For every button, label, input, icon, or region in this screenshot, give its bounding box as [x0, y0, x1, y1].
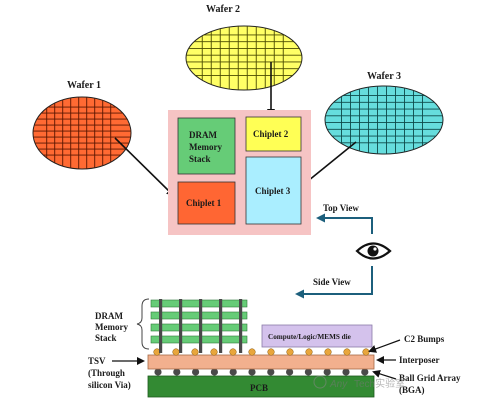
c2-bumps-label: C2 Bumps: [404, 334, 445, 344]
c2-bump: [305, 348, 313, 356]
chiplet-2-label: Chiplet 2: [253, 129, 289, 139]
wafer-1-label: Wafer 1: [67, 80, 101, 91]
wafer-1-disc: [32, 96, 132, 170]
bga-ball: [342, 368, 350, 376]
arrow-wafer3-to-chiplet3: [301, 141, 357, 187]
wafer-3-disc: [324, 85, 444, 155]
wafer-1: Wafer 1: [32, 80, 132, 170]
wafer-2-grid: [186, 26, 302, 90]
tsv-pillar: [159, 299, 163, 353]
compute-die: Compute/Logic/MEMS die: [261, 324, 373, 348]
c2-bump: [172, 348, 180, 356]
bga-ball: [210, 368, 218, 376]
bga-ball: [229, 368, 237, 376]
c2-bump: [362, 348, 370, 356]
interposer-label: Interposer: [399, 355, 440, 365]
bga-ball: [304, 368, 312, 376]
c2-bump: [229, 348, 237, 356]
bga-ball: [361, 368, 369, 376]
chiplet-1-block: Chiplet 1: [177, 181, 236, 225]
chiplet-2-rect: [245, 116, 302, 152]
top-view-package: DRAM Memory Stack Chiplet 2 Chiplet 1 Ch…: [168, 110, 311, 235]
watermark-line-1: Any: [329, 379, 348, 390]
dram-block-label-line-2: Memory: [189, 142, 222, 152]
interposer: [147, 354, 375, 370]
c2-bump: [286, 348, 294, 356]
bga-ball: [192, 368, 200, 376]
side-view-label: Side View: [313, 277, 351, 287]
dram-block: DRAM Memory Stack: [177, 117, 236, 175]
wafer-2-label: Wafer 2: [206, 4, 240, 15]
side-dram-label-line-1: DRAM: [95, 311, 123, 321]
compute-die-label: Compute/Logic/MEMS die: [268, 333, 351, 341]
side-dram-label-line-3: Stack: [95, 333, 117, 343]
bga-balls: [154, 368, 369, 376]
chiplet-3-block: Chiplet 3: [245, 156, 302, 225]
tsv-label-line-1: TSV: [88, 356, 106, 366]
c2-bump: [267, 348, 275, 356]
c2-bumps-arrow: [368, 339, 401, 353]
watermark-line-2: Tech实验室: [354, 377, 405, 390]
chiplet-3-rect: [245, 156, 302, 225]
tsv-label-line-3: silicon Via): [88, 380, 131, 390]
side-view-cross-section: DRAM Memory Stack PCB Compute/Logic/MEMS…: [88, 298, 461, 398]
pcb: PCB: [147, 375, 375, 398]
pcb-rect: [147, 375, 375, 398]
arrow-wafer1-to-chiplet1: [114, 137, 175, 197]
bga-ball: [267, 368, 275, 376]
tsv-label-line-2: (Through: [88, 368, 125, 378]
side-view-arrow: [295, 266, 373, 299]
wafer-2: Wafer 2: [185, 4, 303, 91]
c2-bump: [248, 348, 256, 356]
bga-ball: [154, 368, 162, 376]
bga-label-line-1: Ball Grid Array: [399, 373, 461, 383]
side-dram-label-line-2: Memory: [95, 322, 128, 332]
dram-block-rect: [177, 117, 236, 175]
tsv-pillars: [159, 299, 243, 353]
top-view-label: Top View: [323, 203, 359, 213]
wafer-3-label: Wafer 3: [367, 71, 401, 82]
dram-block-label-line-3: Stack: [189, 154, 211, 164]
dram-block-label-line-1: DRAM: [189, 130, 217, 140]
c2-bumps: [153, 348, 370, 356]
dram-brace: [136, 298, 150, 350]
wafer-3-grid: [325, 86, 443, 154]
chiplet-3-label: Chiplet 3: [255, 186, 291, 196]
c2-bump: [343, 348, 351, 356]
c2-bump: [210, 348, 218, 356]
chiplet-1-label: Chiplet 1: [186, 198, 222, 208]
bga-ball: [248, 368, 256, 376]
bga-ball: [323, 368, 331, 376]
tsv-pillar: [179, 299, 183, 353]
eye-icon: [355, 242, 392, 260]
watermark: Any Tech实验室: [313, 375, 405, 390]
pcb-label: PCB: [250, 383, 268, 393]
chiplet-2-block: Chiplet 2: [245, 116, 302, 152]
wafer-1-grid: [33, 97, 131, 169]
compute-die-rect: [261, 324, 373, 348]
bga-ball: [173, 368, 181, 376]
wafer-3: Wafer 3: [324, 71, 444, 155]
bga-label-line-2: (BGA): [399, 385, 425, 395]
c2-bump: [191, 348, 199, 356]
tsv-pillar: [219, 299, 223, 353]
top-view-arrow: [316, 213, 373, 234]
chiplet-1-rect: [177, 181, 236, 225]
tsv-pillar: [199, 299, 203, 353]
bga-arrow: [372, 370, 397, 380]
c2-bump: [324, 348, 332, 356]
watermark-logo-icon: [313, 375, 327, 389]
wafer-2-disc: [185, 25, 303, 91]
bga-ball: [286, 368, 294, 376]
tsv-pillar: [239, 299, 243, 353]
